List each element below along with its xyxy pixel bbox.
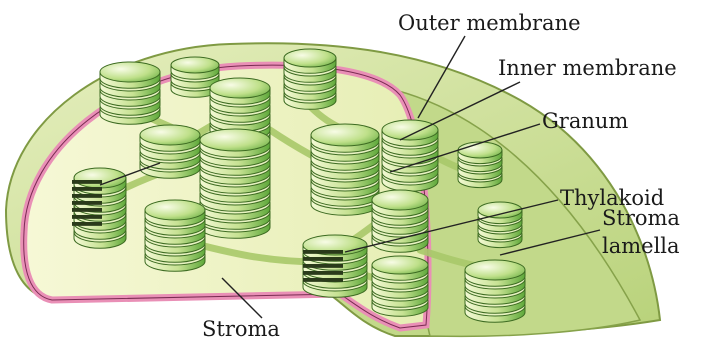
label-outer-membrane: Outer membrane xyxy=(398,11,581,35)
thylakoid-cut-layer xyxy=(303,250,343,254)
thylakoid-cut-layer xyxy=(72,187,102,191)
granum-stack xyxy=(140,125,200,178)
thylakoid-disc-top xyxy=(284,49,336,67)
thylakoid-cut-layer xyxy=(303,278,343,282)
granum-stack xyxy=(465,260,525,322)
granum-stack xyxy=(478,202,522,248)
thylakoid-disc-top xyxy=(200,129,270,151)
thylakoid-cut-layer xyxy=(72,180,102,184)
granum-stack xyxy=(284,49,336,109)
granum-stack xyxy=(200,129,270,238)
thylakoid-disc-top xyxy=(140,125,200,145)
thylakoid-disc-top xyxy=(100,62,160,82)
thylakoid-disc-top xyxy=(372,190,428,210)
granum-stack xyxy=(372,256,428,316)
thylakoid-disc-top xyxy=(210,78,270,98)
label-stroma-lamella-line2: lamella xyxy=(602,234,680,258)
label-inner-membrane: Inner membrane xyxy=(498,56,677,80)
thylakoid-cut-layer xyxy=(72,215,102,219)
thylakoid-cut-layer xyxy=(303,264,343,268)
thylakoid-disc-top xyxy=(372,256,428,274)
thylakoid-cut-layer xyxy=(303,257,343,261)
thylakoid-disc-top xyxy=(145,200,205,220)
label-stroma-lamella-line1: Stroma xyxy=(602,206,680,230)
thylakoid-cut-layer xyxy=(72,201,102,205)
thylakoid-cut-layer xyxy=(303,271,343,275)
granum-stack xyxy=(145,200,205,271)
label-granum: Granum xyxy=(542,109,628,133)
thylakoid-disc-top xyxy=(465,260,525,280)
label-stroma: Stroma xyxy=(202,317,280,341)
thylakoid-cut-layer xyxy=(72,194,102,198)
granum-stack xyxy=(311,124,379,215)
thylakoid-disc-top xyxy=(382,120,438,140)
granum-stack xyxy=(100,62,160,124)
thylakoid-cut-layer xyxy=(72,222,102,226)
granum-stack xyxy=(382,120,438,191)
thylakoid-disc-top xyxy=(171,57,219,73)
thylakoid-disc-top xyxy=(458,142,502,158)
thylakoid-cut-layer xyxy=(72,208,102,212)
thylakoid-disc-top xyxy=(311,124,379,146)
